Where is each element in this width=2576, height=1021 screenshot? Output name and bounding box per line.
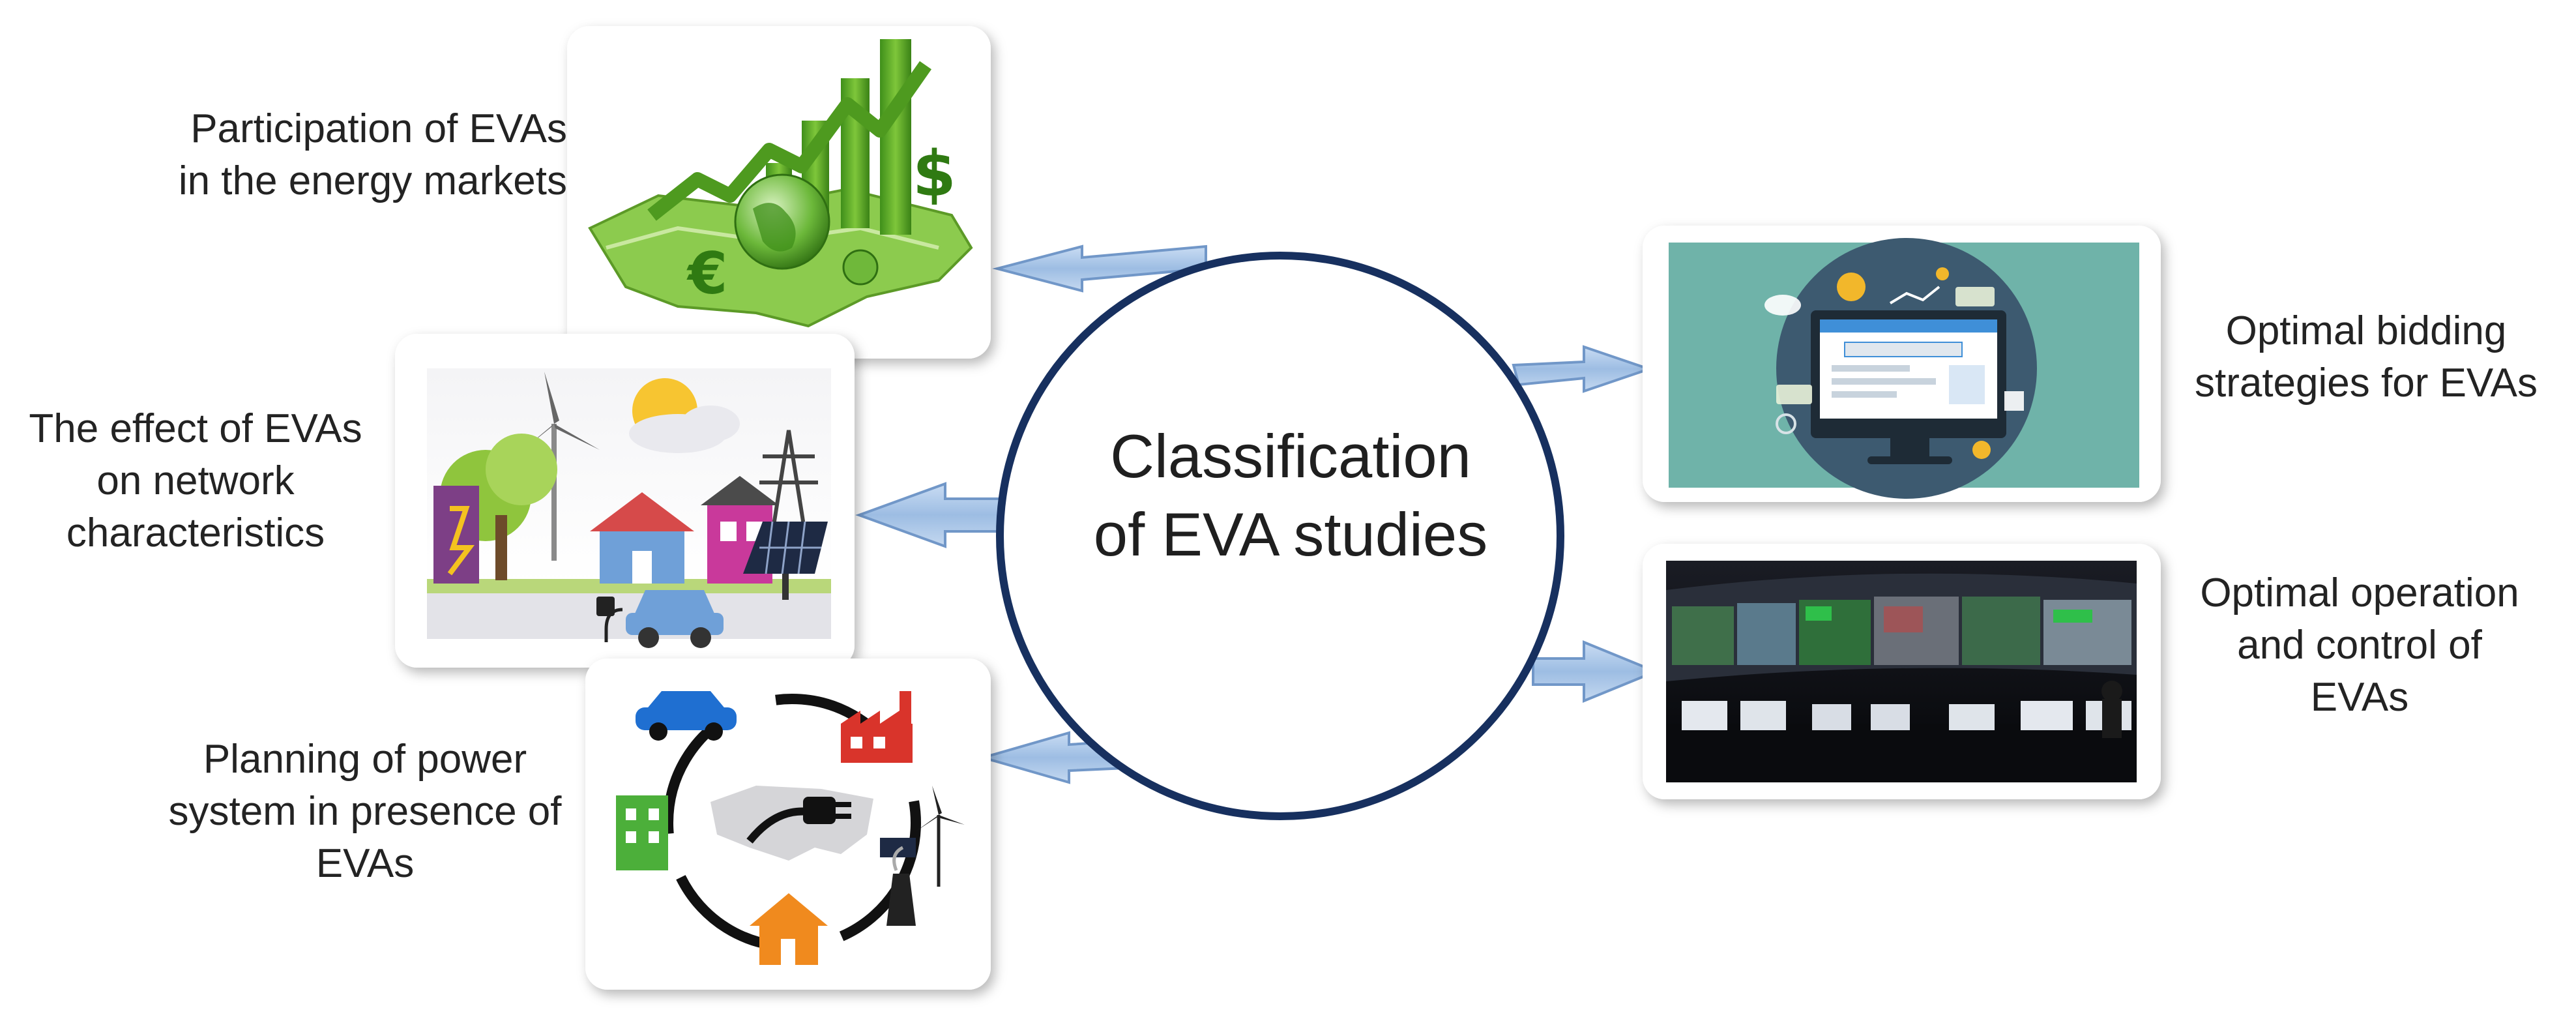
energy-market-globe-icon: $ € <box>588 39 973 328</box>
label-bidding-line1: Optimal bidding <box>2225 308 2507 353</box>
label-planning: Planning of power system in presence of … <box>150 733 580 890</box>
power-system-cycle-icon <box>616 691 965 965</box>
arrow-to-operation <box>1532 640 1660 703</box>
online-bidding-monitor-icon <box>1669 238 2139 499</box>
label-bidding: Optimal bidding strategies for EVAs <box>2171 305 2562 409</box>
label-operation-line2: and control of <box>2237 623 2482 668</box>
label-energy-markets-line2: in the energy markets <box>178 158 567 203</box>
label-planning-line3: EVAs <box>315 841 415 886</box>
label-network-effect-line3: characteristics <box>66 510 325 555</box>
label-operation: Optimal operation and control of EVAs <box>2171 567 2549 724</box>
label-planning-line2: system in presence of <box>168 789 562 834</box>
card-bidding <box>1643 226 2161 502</box>
label-planning-line1: Planning of power <box>203 737 527 782</box>
label-operation-line3: EVAs <box>2310 675 2409 720</box>
card-energy-markets: $ € <box>567 26 991 359</box>
smart-grid-town-icon <box>427 368 831 648</box>
label-network-effect-line1: The effect of EVAs <box>29 406 362 451</box>
label-operation-line1: Optimal operation <box>2200 570 2519 615</box>
card-operation <box>1643 544 2161 799</box>
control-room-icon <box>1666 561 2137 782</box>
label-energy-markets-line1: Participation of EVAs <box>190 106 567 151</box>
svg-text:$: $ <box>913 138 956 211</box>
center-title: Classification of EVA studies <box>1030 417 1551 574</box>
label-energy-markets: Participation of EVAs in the energy mark… <box>117 103 567 207</box>
center-title-line1: Classification <box>1110 422 1471 490</box>
center-title-line2: of EVA studies <box>1093 500 1488 569</box>
card-planning <box>585 658 991 990</box>
label-network-effect-line2: on network <box>96 458 295 503</box>
svg-text:€: € <box>686 240 727 307</box>
label-network-effect: The effect of EVAs on network characteri… <box>7 403 385 559</box>
card-network-effect <box>395 334 855 668</box>
center-circle <box>996 252 1564 820</box>
label-bidding-line2: strategies for EVAs <box>2194 361 2538 406</box>
arrow-to-bidding <box>1512 345 1654 393</box>
